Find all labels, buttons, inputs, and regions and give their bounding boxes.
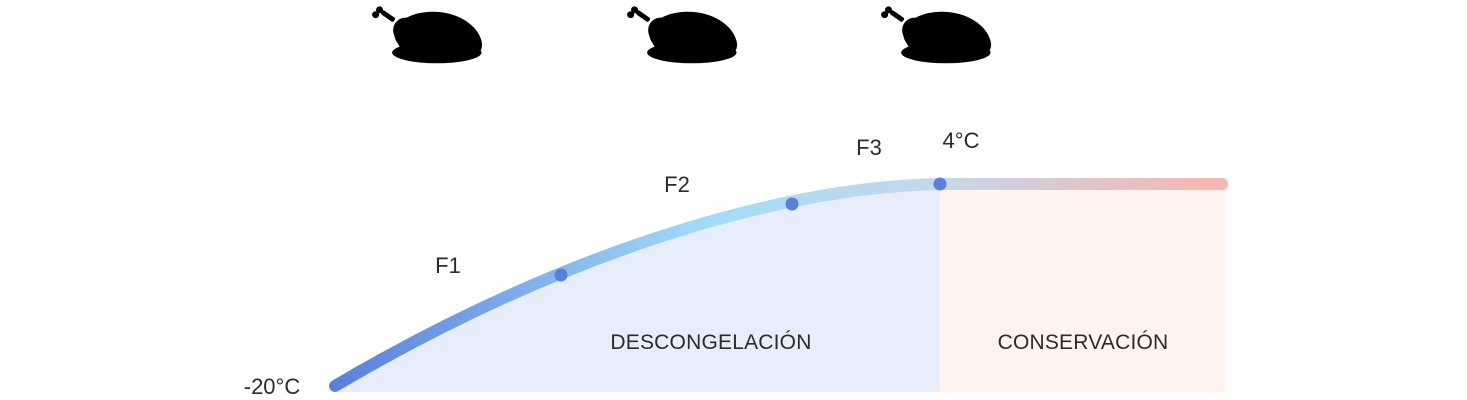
fresh-chicken-icon xyxy=(881,6,992,64)
frozen-chicken-icon xyxy=(372,6,483,64)
phase-label-f3: F3 xyxy=(856,135,882,160)
phase-label-f2: F2 xyxy=(664,172,690,197)
phase-marker-4c xyxy=(933,177,947,191)
end-temperature: 4°C xyxy=(943,128,980,153)
phase-marker-f1 xyxy=(554,268,568,282)
phase-marker-f2 xyxy=(785,197,799,211)
phase-label-f1: F1 xyxy=(435,253,461,278)
thawing-zone-label: DESCONGELACIÓN xyxy=(610,331,811,354)
start-temperature: -20°C xyxy=(244,374,301,399)
temperature-curve xyxy=(329,178,1228,392)
thawing-zone xyxy=(335,184,940,392)
storage-zone xyxy=(940,184,1225,392)
storage-zone-label: CONSERVACIÓN xyxy=(998,331,1169,354)
thawing-chicken-icon xyxy=(627,6,738,64)
